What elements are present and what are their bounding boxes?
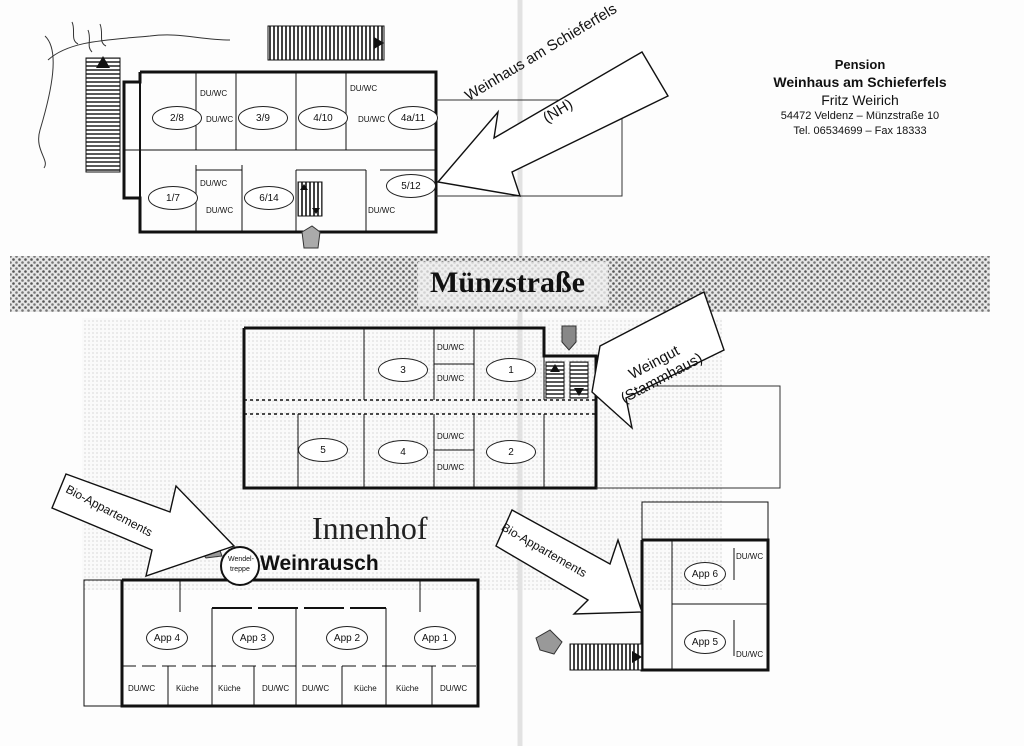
bath-label: DU/WC <box>206 115 234 124</box>
top-building <box>122 70 438 234</box>
bath-label: DU/WC <box>437 463 465 472</box>
apartment-4: App 4 <box>146 626 188 650</box>
room-4a-11: 4a/11 <box>388 106 438 130</box>
right-building <box>640 501 770 672</box>
middle-entrance-marker <box>561 325 577 351</box>
pension-header: Pension Weinhaus am Schieferfels Fritz W… <box>720 56 1000 139</box>
header-line4: 54472 Veldenz – Münzstraße 10 <box>780 110 940 122</box>
room-2-8: 2/8 <box>152 106 202 130</box>
bio-left-arrow <box>51 473 236 578</box>
middle-building <box>242 326 598 490</box>
tree-sketch <box>38 21 231 169</box>
cell-du-wc: DU/WC <box>440 684 468 693</box>
right-entrance-marker <box>535 629 563 655</box>
header-line1: Pension <box>834 57 886 72</box>
spiral-stair-label-2: treppe <box>230 566 250 573</box>
header-line5: Tel. 06534699 – Fax 18333 <box>793 125 927 137</box>
header-line3: Fritz Weirich <box>821 92 899 108</box>
cell-kueche: Küche <box>218 684 241 693</box>
bath-label: DU/WC <box>368 206 396 215</box>
spiral-stair-label-1: Wendel- <box>228 556 254 563</box>
bath-label: DU/WC <box>736 650 764 659</box>
room-3: 3 <box>378 358 428 382</box>
room-2: 2 <box>486 440 536 464</box>
right-stairs <box>569 643 643 671</box>
bath-label: DU/WC <box>206 206 234 215</box>
cell-du-wc: DU/WC <box>128 684 156 693</box>
bath-label: DU/WC <box>200 89 228 98</box>
bath-label: DU/WC <box>350 84 378 93</box>
top-stairs <box>267 25 385 61</box>
bath-label: DU/WC <box>437 374 465 383</box>
apartment-6: App 6 <box>684 562 726 586</box>
cell-kueche: Küche <box>176 684 199 693</box>
cell-du-wc: DU/WC <box>302 684 330 693</box>
top-entrance-marker <box>301 225 321 249</box>
bio-right-arrow <box>495 509 643 615</box>
cell-du-wc: DU/WC <box>262 684 290 693</box>
apartment-3: App 3 <box>232 626 274 650</box>
spiral-stair <box>220 546 260 586</box>
apartment-1: App 1 <box>414 626 456 650</box>
header-line2: Weinhaus am Schieferfels <box>773 74 947 90</box>
weinrausch-building <box>83 578 480 708</box>
top-left-stairs <box>85 57 121 173</box>
room-5-12: 5/12 <box>386 174 436 198</box>
room-1-7: 1/7 <box>148 186 198 210</box>
room-6-14: 6/14 <box>244 186 294 210</box>
bath-label: DU/WC <box>437 343 465 352</box>
bath-label: DU/WC <box>200 179 228 188</box>
cell-kueche: Küche <box>396 684 419 693</box>
main-house-arrow <box>436 51 669 197</box>
cell-kueche: Küche <box>354 684 377 693</box>
bath-label: DU/WC <box>736 552 764 561</box>
room-4: 4 <box>378 440 428 464</box>
apartment-2: App 2 <box>326 626 368 650</box>
building-label-weinrausch: Weinrausch <box>260 552 379 575</box>
room-4-10: 4/10 <box>298 106 348 130</box>
apartment-5: App 5 <box>684 630 726 654</box>
bath-label: DU/WC <box>437 432 465 441</box>
winery-arrow <box>591 291 725 430</box>
room-3-9: 3/9 <box>238 106 288 130</box>
street-label: Münzstraße <box>430 266 585 299</box>
room-5: 5 <box>298 438 348 462</box>
courtyard-label: Innenhof <box>312 510 428 546</box>
bath-label: DU/WC <box>358 115 386 124</box>
room-1: 1 <box>486 358 536 382</box>
